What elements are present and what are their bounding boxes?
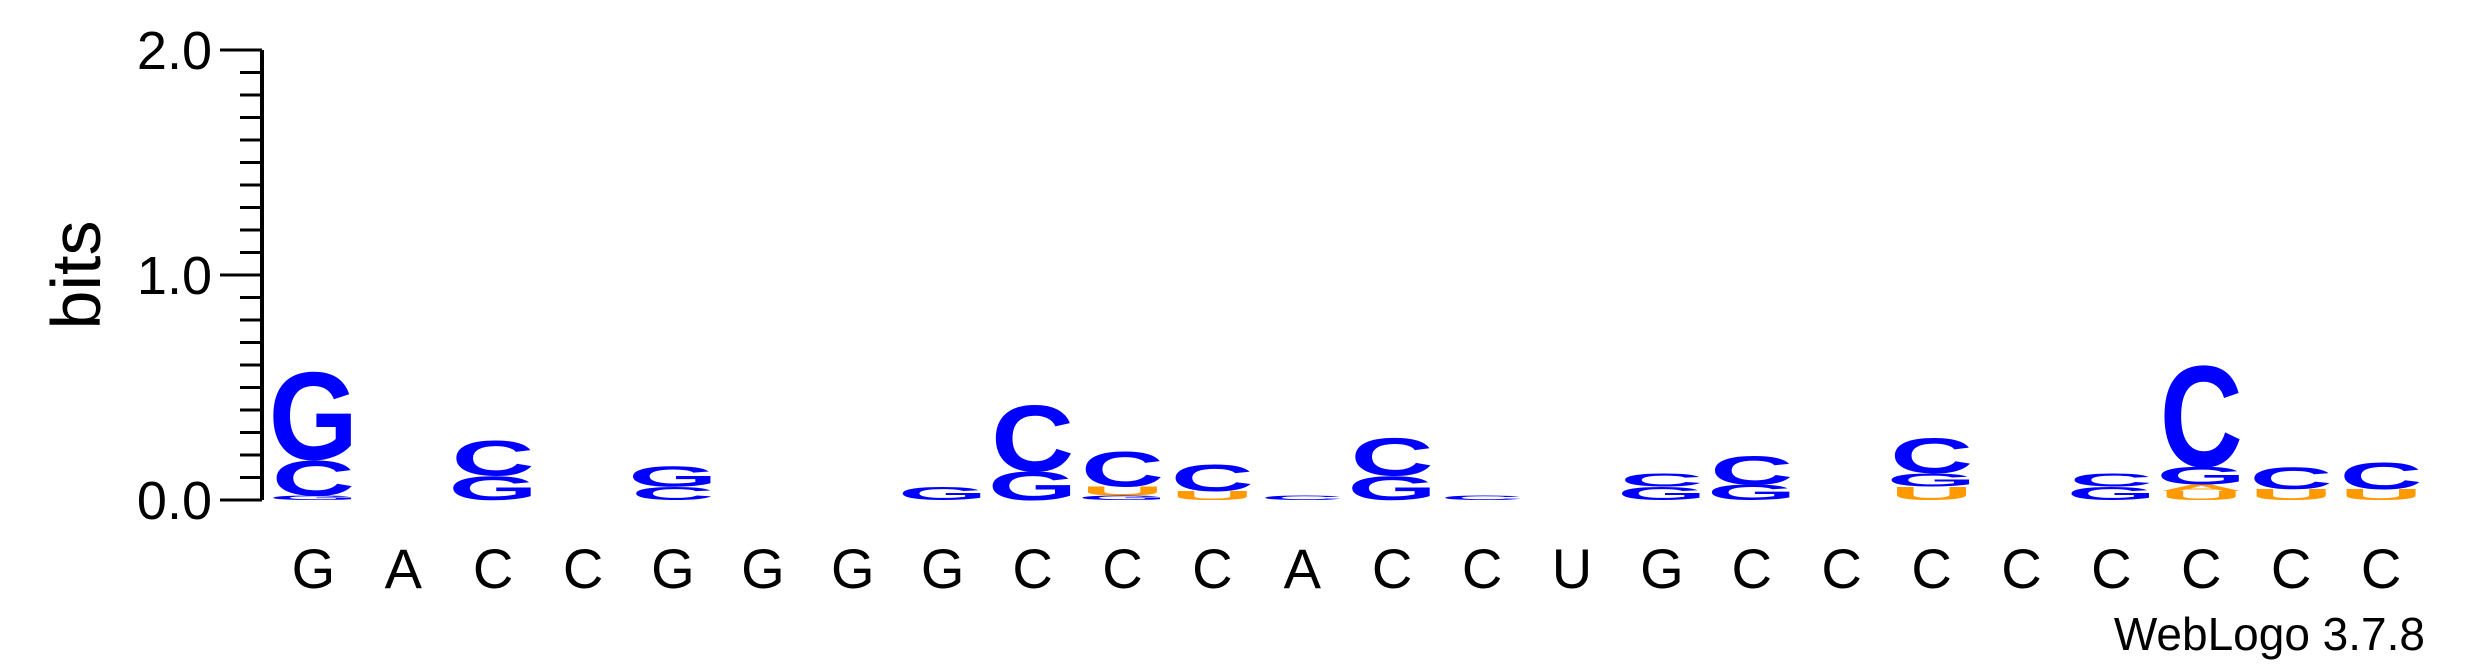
y-tick-label: 1.0 [137,246,212,306]
x-position-label: G [292,537,336,600]
logo-letter-G: G [2157,462,2246,490]
logo-letter-C: C [2160,336,2243,498]
stack-position-9: GC [988,386,1077,509]
logo-letter-G: G [269,346,358,487]
x-position-label: G [831,537,875,600]
x-position-label: G [741,537,785,600]
logo-letter-G: G [898,483,987,504]
logo-letter-U: U [1081,484,1164,498]
y-tick-label: 2.0 [137,21,212,81]
stack-position-10: GUC [1078,441,1167,501]
logo-letter-G: G [1707,480,1796,505]
logo-letter-C: C [272,450,355,506]
x-position-label: C [1012,537,1052,600]
x-position-label: C [2091,537,2131,600]
x-position-label: C [2001,537,2041,600]
x-position-label: C [1372,537,1412,600]
logo-letter-C: C [2340,455,2423,497]
logo-letter-G: G [2067,483,2156,504]
logo-letter-C: C [1710,448,1793,493]
stack-position-1: GCG [269,346,358,507]
x-position-label: U [1552,537,1592,600]
logo-letter-C: C [1351,427,1434,487]
stack-position-5: CG [628,461,717,504]
stack-position-8: G [898,483,987,504]
stack-position-16: GC [1617,470,1706,505]
logo-letter-U: U [1890,483,1973,504]
y-ticks: 0.0 1.0 2.0 [137,21,262,531]
stack-position-19: UGC [1887,428,1976,504]
y-axis-title: bits [37,221,115,330]
x-position-label: C [563,537,603,600]
logo-letter-C: C [1261,494,1344,501]
logo-letter-G: G [1617,483,1706,504]
x-position-label: G [651,537,695,600]
stack-position-14: C [1441,494,1524,501]
stack-position-17: GC [1707,448,1796,505]
x-position-label: C [2181,537,2221,600]
logo-letter-U: U [2160,489,2243,503]
logo-letter-A: A [2160,483,2243,494]
x-position-label: G [1640,537,1684,600]
y-axis: 0.0 1.0 2.0 bits [37,21,264,531]
logo-letter-G: G [1078,494,1167,501]
stack-position-13: GC [1347,427,1436,507]
logo-letter-G: G [628,461,717,493]
x-position-label: C [1462,537,1502,600]
logo-letter-G: G [1887,470,1976,491]
stack-position-21: GC [2067,470,2156,505]
logo-letter-G: G [269,494,358,501]
stack-position-23: UC [2250,460,2333,503]
stack-position-12: C [1261,494,1344,501]
weblogo-credit: WebLogo 3.7.8 [2114,608,2425,660]
x-position-label: C [1732,537,1772,600]
x-position-label: C [473,537,513,600]
stack-position-11: UC [1171,457,1254,502]
logo-letter-G: G [448,469,537,508]
logo-letter-C: C [1890,428,1973,484]
x-position-label: C [1192,537,1232,600]
logo-letter-C: C [2250,460,2333,495]
x-position-label: C [1911,537,1951,600]
logo-letter-C: C [1081,441,1164,497]
logo-letter-C: C [452,430,535,486]
logo-letter-U: U [2250,486,2333,503]
stack-position-3: GC [448,430,537,507]
logo-letter-C: C [991,386,1074,491]
x-position-label: C [1102,537,1142,600]
logo-letter-G: G [988,464,1077,509]
logo-letter-C: C [1441,494,1524,501]
logo-letter-U: U [1171,489,1254,503]
logo-letter-C: C [2070,470,2153,491]
x-position-label: C [2271,537,2311,600]
x-position-label: C [2361,537,2401,600]
logo-letter-C: C [1620,470,1703,491]
y-tick-label: 0.0 [137,471,212,531]
x-position-label: G [921,537,965,600]
stack-position-24: UC [2340,455,2423,503]
logo-letter-C: C [631,483,714,504]
x-position-label: C [1821,537,1861,600]
logo-letter-U: U [2340,486,2423,503]
logo-letter-C: C [1171,457,1254,499]
x-position-label: A [385,537,423,600]
x-position-label: A [1284,537,1322,600]
logo-letter-G: G [1347,469,1436,508]
